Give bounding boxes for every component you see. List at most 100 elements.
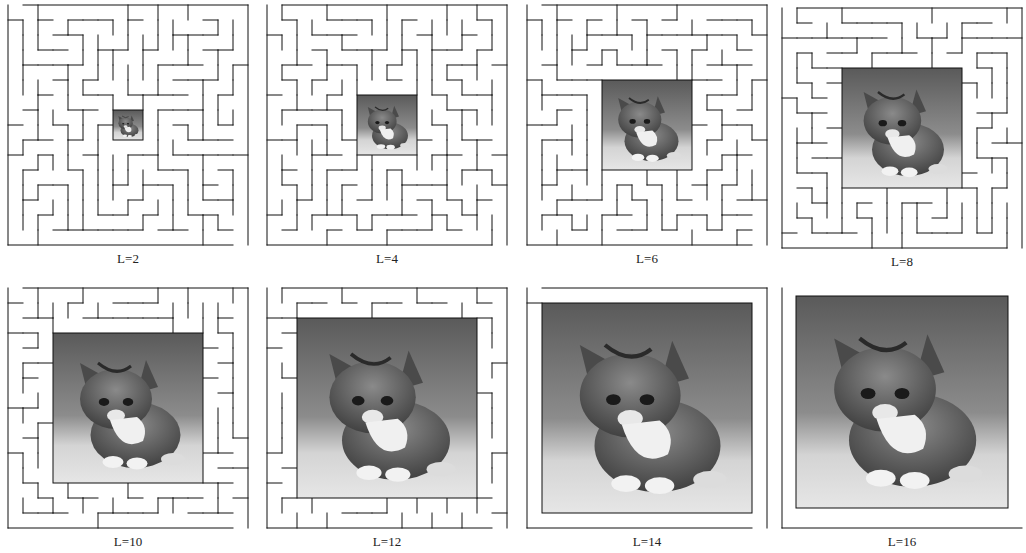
maze-wall: [432, 110, 433, 125]
photo-frame: [357, 95, 417, 155]
maze-wall: [662, 185, 663, 200]
maze-wall: [372, 50, 387, 51]
maze-wall: [692, 65, 693, 80]
maze-wall: [218, 170, 233, 171]
maze-wall: [267, 215, 282, 216]
maze-wall: [587, 35, 602, 36]
maze-wall: [188, 215, 203, 216]
maze-wall: [917, 203, 918, 218]
maze-wall: [113, 20, 114, 35]
maze-wall: [557, 230, 558, 245]
photo-frame: [542, 303, 752, 513]
maze-wall: [53, 110, 54, 125]
maze-wall: [857, 203, 872, 204]
maze-wall: [203, 95, 204, 110]
maze-wall: [23, 408, 24, 423]
maze-wall: [932, 218, 947, 219]
maze-wall: [707, 170, 708, 185]
maze-wall: [827, 53, 842, 54]
maze-wall: [572, 140, 573, 155]
maze-wall: [83, 155, 98, 156]
maze-wall: [872, 53, 873, 68]
maze-wall: [387, 170, 402, 171]
kitten-photo: [796, 296, 1008, 508]
maze-wall: [83, 230, 98, 231]
maze-wall: [477, 498, 492, 499]
maze-wall: [977, 83, 978, 98]
maze-wall: [722, 215, 737, 216]
maze-wall: [53, 155, 54, 170]
maze-wall: [432, 50, 433, 65]
maze-wall: [188, 80, 203, 81]
maze-wall: [282, 468, 297, 469]
maze-wall: [357, 230, 372, 231]
maze-wall: [233, 20, 234, 35]
maze-wall: [372, 20, 373, 35]
maze-wall: [68, 140, 83, 141]
maze-wall: [432, 155, 433, 170]
maze-wall: [707, 95, 722, 96]
maze-wall: [203, 378, 218, 379]
maze-wall: [402, 35, 403, 50]
maze-wall: [572, 125, 573, 140]
maze-wall: [542, 65, 557, 66]
maze-wall: [218, 230, 233, 231]
maze-wall: [542, 125, 557, 126]
maze-wall: [447, 155, 448, 170]
maze-wall: [218, 483, 233, 484]
maze-wall: [68, 155, 69, 170]
maze-wall: [737, 170, 738, 185]
maze-wall: [492, 95, 493, 110]
maze-wall: [812, 158, 827, 159]
maze-wall: [977, 233, 992, 234]
maze-wall: [782, 288, 783, 528]
maze-wall: [143, 50, 144, 65]
maze-wall: [962, 173, 977, 174]
maze-wall: [962, 38, 963, 53]
maze-wall: [677, 215, 692, 216]
maze-wall: [158, 185, 173, 186]
maze-wall: [617, 230, 632, 231]
maze-wall: [402, 215, 417, 216]
maze-wall: [387, 5, 388, 20]
maze-wall: [1007, 83, 1008, 98]
maze-wall: [113, 498, 114, 513]
maze-wall: [312, 20, 313, 35]
maze-wall: [707, 80, 722, 81]
maze-wall: [722, 200, 723, 215]
maze-wall: [402, 185, 403, 200]
maze-wall: [557, 170, 558, 185]
maze-wall: [812, 38, 827, 39]
maze-wall: [282, 363, 283, 378]
maze-wall: [797, 143, 812, 144]
maze-wall: [962, 83, 977, 84]
maze-wall: [662, 35, 677, 36]
maze-wall: [812, 203, 827, 204]
maze-wall: [752, 125, 753, 140]
maze-wall: [557, 200, 572, 201]
maze-wall: [158, 110, 173, 111]
maze-wall: [677, 215, 678, 230]
maze-wall: [297, 35, 298, 50]
maze-wall: [113, 170, 114, 185]
kitten-photo: [297, 318, 477, 498]
maze-wall: [188, 513, 203, 514]
maze-wall: [462, 65, 477, 66]
maze-wall: [902, 233, 903, 248]
maze-wall: [447, 110, 462, 111]
maze-wall: [557, 110, 572, 111]
maze-wall: [233, 110, 234, 125]
maze-wall: [297, 513, 298, 528]
maze-wall: [38, 423, 53, 424]
maze-wall: [632, 185, 633, 200]
maze-wall: [767, 288, 768, 528]
maze-wall: [677, 50, 678, 65]
maze-wall: [38, 393, 39, 408]
maze-wall: [53, 80, 68, 81]
maze-wall: [992, 113, 1007, 114]
maze-wall: [417, 303, 432, 304]
maze-wall: [827, 83, 842, 84]
maze-wall: [282, 498, 297, 499]
maze-wall: [752, 200, 767, 201]
maze-wall: [282, 20, 297, 21]
